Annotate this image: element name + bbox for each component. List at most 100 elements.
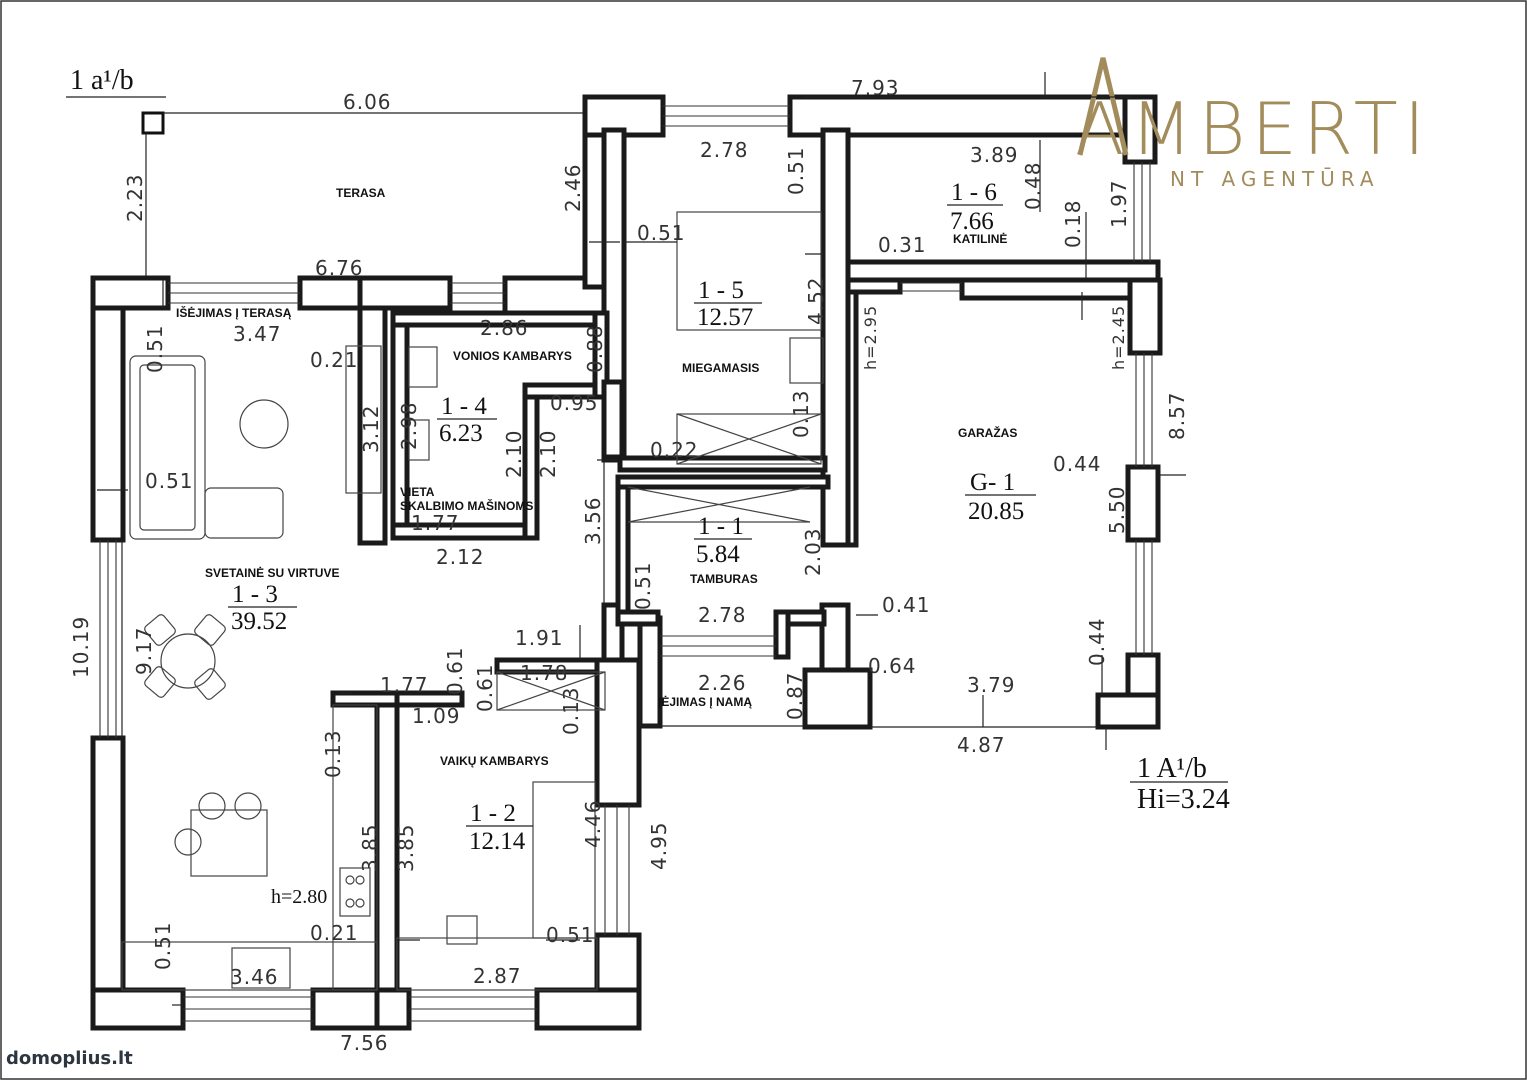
dim-text: 0.51: [143, 324, 167, 373]
height-note: Hi=3.24: [1137, 784, 1230, 815]
room-name-1-3: SVETAINĖ SU VIRTUVE: [205, 565, 339, 580]
dim-text: 4.87: [957, 733, 1006, 757]
dim-text: 7.93: [851, 76, 900, 100]
room-id-g1: G- 1: [970, 469, 1015, 496]
dim-text: 3.12: [359, 404, 383, 453]
dim-text: 2.12: [436, 545, 485, 569]
dim-text: 1.77: [411, 511, 460, 535]
dim-text: 0.44: [1085, 617, 1109, 666]
dim-text: 0.13: [559, 686, 583, 735]
room-id-1-1: 1 - 1: [698, 513, 744, 540]
room-name-1-6: KATILINĖ: [953, 231, 1007, 246]
room-name-1-1: TAMBURAS: [690, 572, 758, 586]
height-h280: h=2.80: [271, 886, 327, 908]
dim-text: 8.57: [1165, 391, 1189, 440]
dim-text: 2.23: [123, 173, 147, 222]
label-exit-terrace: IŠĖJIMAS Į TERASĄ: [176, 305, 292, 320]
dim-text: 3.89: [970, 143, 1019, 167]
dim-text: 3.79: [967, 673, 1016, 697]
room-name-1-2: VAIKŲ KAMBARYS: [440, 754, 549, 768]
dim-text: 2.98: [397, 401, 421, 450]
dim-text: 0.51: [631, 561, 655, 610]
logo-tagline: NT AGENTŪRA: [1170, 167, 1380, 191]
plan-code-bottom: 1 A¹/b: [1137, 753, 1207, 784]
room-id-1-5: 1 - 5: [698, 277, 744, 304]
dim-text: 0.22: [650, 438, 699, 462]
dim-text: 0.21: [310, 348, 359, 372]
dim-text: 3.56: [581, 496, 605, 545]
dim-text: 0.48: [1021, 161, 1045, 210]
room-area-1-5: 12.57: [697, 304, 753, 331]
amberti-logo: AMBERTI NT AGENTŪRA: [1075, 57, 1431, 191]
terrace-post: [141, 111, 165, 135]
room-name-1-4: VONIOS KAMBARYS: [453, 349, 572, 363]
room-id-1-3: 1 - 3: [232, 581, 278, 608]
dim-text: 0.87: [783, 671, 807, 720]
outer-lines: [121, 460, 1098, 738]
dim-text: 2.26: [698, 671, 747, 695]
dim-text: 0.13: [789, 389, 813, 438]
dim-text: 2.03: [801, 527, 825, 576]
dim-text: 2.10: [536, 429, 560, 478]
dim-text: 0.64: [868, 654, 917, 678]
furniture: [121, 211, 824, 991]
room-area-g1: 20.85: [968, 498, 1024, 525]
dim-text: 0.88: [583, 324, 607, 373]
dim-text: 3.47: [233, 322, 282, 346]
label-entrance: ĮĖJIMAS Į NAMĄ: [658, 694, 752, 709]
walls: [90, 94, 1163, 1031]
dim-text: 0.13: [321, 729, 345, 778]
dim-text: 0.51: [784, 146, 808, 195]
dim-text: 0.51: [546, 923, 595, 947]
terrace-outline: [66, 96, 585, 278]
dim-text: 0.18: [1061, 199, 1085, 248]
dim-text: 3.85: [358, 823, 382, 872]
dim-text: 2.78: [700, 138, 749, 162]
room-id-1-6: 1 - 6: [951, 179, 997, 206]
dim-text: 0.61: [443, 646, 467, 695]
windows: [99, 105, 1153, 1022]
room-area-1-2: 12.14: [469, 828, 526, 855]
dimension-lines: [97, 72, 1186, 1006]
dim-text: 0.41: [882, 593, 931, 617]
dim-text: 0.61: [473, 663, 497, 712]
dim-text: 1.97: [1107, 179, 1131, 228]
room-area-1-4: 6.23: [439, 420, 483, 447]
dim-text: 0.51: [637, 221, 686, 245]
label-washer-2: SKALBIMO MAŠINOMS: [400, 498, 533, 513]
dim-text: 0.95: [550, 391, 599, 415]
room-area-1-6: 7.66: [950, 208, 994, 235]
dim-text: 0.21: [310, 921, 359, 945]
label-washer-1: VIETA: [400, 485, 435, 499]
room-id-1-2: 1 - 2: [470, 800, 516, 827]
dim-text: 7.56: [340, 1031, 389, 1055]
dim-text: 2.87: [473, 964, 522, 988]
dim-text: 5.50: [1105, 485, 1129, 534]
dim-text: 3.85: [394, 823, 418, 872]
plan-code-top: 1 a¹/b: [70, 65, 134, 96]
room-name-terasa: TERASA: [336, 186, 386, 200]
room-name-g1: GARAŽAS: [958, 425, 1017, 440]
logo-text: AMBERTI: [1075, 87, 1431, 171]
dim-text: 1.78: [520, 661, 569, 685]
dim-text: 9.17: [132, 626, 156, 675]
dim-text: 2.46: [561, 163, 585, 212]
dim-text: 6.06: [343, 90, 392, 114]
dim-text: 1.91: [515, 626, 564, 650]
dim-text: 1.77: [380, 673, 429, 697]
dim-text: 6.76: [315, 256, 364, 280]
dim-text: 0.51: [145, 469, 194, 493]
dim-text: 2.86: [480, 316, 529, 340]
room-area-1-3: 39.52: [231, 608, 287, 635]
watermark: domoplius.lt: [6, 1048, 133, 1069]
dim-text: 0.31: [878, 233, 927, 257]
dim-text: 1.09: [412, 704, 461, 728]
dim-text: 0.44: [1053, 452, 1102, 476]
dim-text: 3.46: [230, 965, 279, 989]
dim-text: 0.51: [151, 921, 175, 970]
room-area-1-1: 5.84: [696, 541, 740, 568]
dim-text: 4.46: [581, 799, 605, 848]
height-h245: h=2.45: [1109, 305, 1128, 370]
